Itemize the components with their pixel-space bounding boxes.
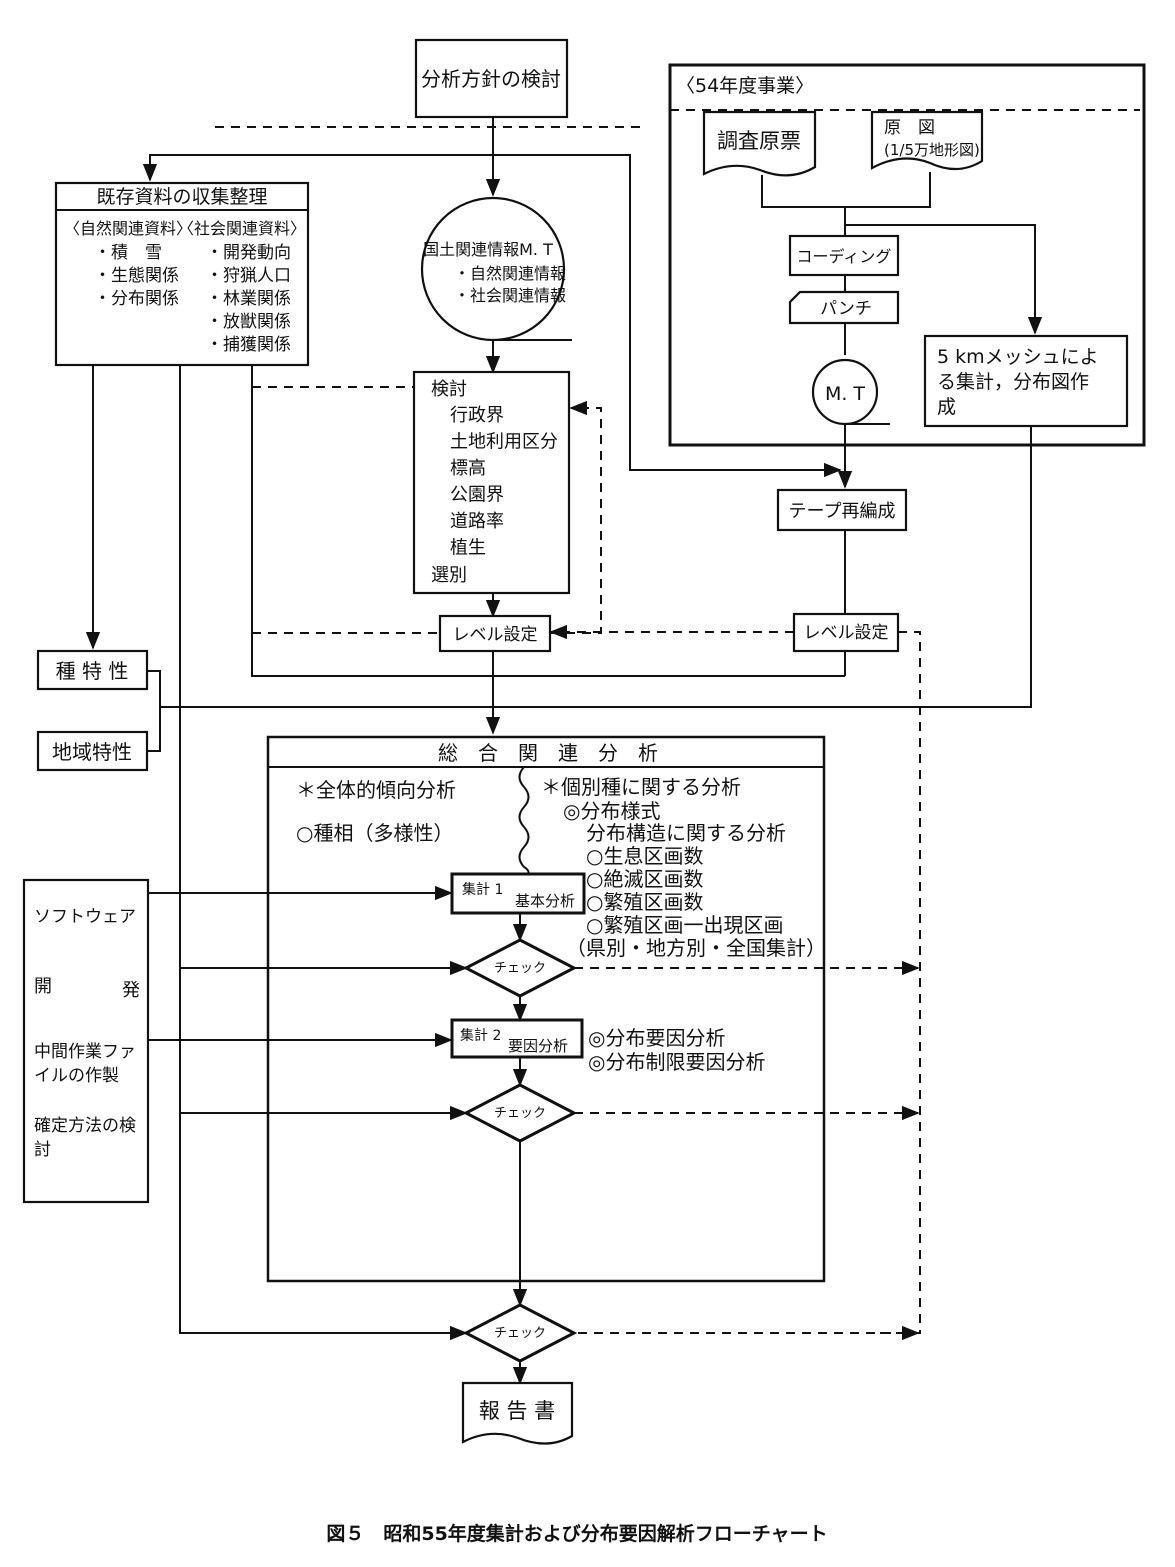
level-setting-right: レベル設定 <box>792 612 900 653</box>
policy-box: 分析方針の検討 <box>414 38 569 119</box>
distribution-item: ○絶滅区画数 <box>586 867 703 891</box>
dashed-connectors <box>215 109 1140 1341</box>
social-items: ・開発動向・狩猟人口・林業関係・放獣関係・捕獲関係 <box>206 243 291 355</box>
national-land-info-tape: 国土関連情報M. T ・自然関連情報 ・社会関連情報 <box>420 196 572 342</box>
software-label: ソフトウェア <box>34 907 136 927</box>
check-2-label: チェック <box>494 1106 546 1121</box>
survey-sheet-label: 調査原票 <box>717 129 801 153</box>
mesh-line-3: 成 <box>937 396 956 418</box>
review-item: 標高 <box>450 458 486 479</box>
distribution-structure-label: 分布構造に関する分析 <box>586 821 786 845</box>
natural-info-item: ・自然関連情報 <box>454 264 566 283</box>
national-land-info-title: 国土関連情報M. T <box>423 240 553 259</box>
review-item: 行政界 <box>450 405 504 426</box>
comprehensive-analysis-box: 総 合 関 連 分 析 ＊全体的傾向分析 ○種相（多様性） ＊個別種に関する分析… <box>266 735 826 1283</box>
species-diversity-label: ○種相（多様性） <box>296 821 453 845</box>
natural-item: ・生態関係 <box>94 266 179 286</box>
method-review-line-1: 確定方法の検 <box>34 1116 136 1136</box>
social-item: ・狩猟人口 <box>206 266 291 286</box>
social-item: ・放獣関係 <box>206 312 291 332</box>
report-label: 報 告 書 <box>479 1399 555 1423</box>
development-label-a: 開 <box>34 976 52 997</box>
natural-items: ・積 雪・生態関係・分布関係 <box>94 243 179 309</box>
distribution-item: （県別・地方別・全国集計） <box>566 936 826 960</box>
software-box: ソフトウェア 開 発 中間作業ファ イルの作製 確定方法の検 討 <box>22 878 150 1204</box>
figure-caption: 図５ 昭和55年度集計および分布要因解析フローチャート <box>326 1522 827 1545</box>
individual-species-label: ＊個別種に関する分析 <box>541 775 741 799</box>
species-traits-label: 種 特 性 <box>56 659 129 683</box>
review-item: 道路率 <box>450 511 504 532</box>
policy-label: 分析方針の検討 <box>421 67 561 91</box>
natural-data-label: 〈自然関連資料〉 <box>64 219 192 238</box>
tally-2-label: 集計 2 <box>460 1027 501 1044</box>
species-traits-box: 種 特 性 <box>36 649 149 691</box>
level-setting-center-label: レベル設定 <box>453 625 538 645</box>
regional-traits-label: 地域特性 <box>52 740 132 764</box>
tape-reorganize-box: テープ再編成 <box>776 488 908 532</box>
comprehensive-analysis-header: 総 合 関 連 分 析 <box>438 741 658 765</box>
tape-reorganize-label: テープ再編成 <box>789 501 896 522</box>
natural-item: ・分布関係 <box>94 289 179 309</box>
connectors <box>85 117 1043 1385</box>
overall-trend-label: ＊全体的傾向分析 <box>296 778 456 802</box>
project-54-header: 〈54年度事業〉 <box>676 75 814 97</box>
review-item: 公園界 <box>450 485 504 506</box>
social-info-item: ・社会関連情報 <box>454 286 566 305</box>
distribution-pattern-label: ◎分布様式 <box>563 799 660 823</box>
review-item: 植生 <box>450 538 486 559</box>
project-54-frame: 〈54年度事業〉 調査原票 原 図 (1/5万地形図) コーディング パンチ M… <box>668 63 1146 447</box>
distribution-item: ○生息区画数 <box>586 844 703 868</box>
tally-1-label: 集計 1 <box>462 881 503 898</box>
mesh-line-2: る集計，分布図作 <box>937 371 1089 393</box>
check-diamond-1: チェック <box>462 938 578 998</box>
distribution-limit-factor-label: ◎分布制限要因分析 <box>588 1050 765 1074</box>
check-diamond-2: チェック <box>462 1083 578 1143</box>
development-label-b: 発 <box>122 980 140 1001</box>
existing-data-header: 既存資料の収集整理 <box>96 186 267 208</box>
intermediate-file-line-2: イルの作製 <box>34 1066 119 1086</box>
distribution-factor-label: ◎分布要因分析 <box>588 1026 725 1050</box>
check-3-label: チェック <box>494 1326 546 1341</box>
mesh-line-1: 5 kmメッシュによ <box>937 346 1099 368</box>
original-map-scale: (1/5万地形図) <box>884 141 980 159</box>
social-item: ・林業関係 <box>206 289 291 309</box>
social-data-label: 〈社会関連資料〉 <box>178 219 306 238</box>
check-1-label: チェック <box>494 961 546 976</box>
review-label: 検討 <box>431 379 467 400</box>
intermediate-file-line-1: 中間作業ファ <box>34 1042 136 1062</box>
selection-label: 選別 <box>431 565 467 586</box>
magnetic-tape-label: M. T <box>825 383 865 405</box>
review-item: 土地利用区分 <box>450 432 558 453</box>
natural-item: ・積 雪 <box>94 243 162 263</box>
distribution-item: ○繁殖区画数 <box>586 890 703 914</box>
social-item: ・開発動向 <box>206 243 291 263</box>
regional-traits-box: 地域特性 <box>36 730 149 772</box>
method-review-line-2: 討 <box>34 1140 51 1160</box>
original-map-label: 原 図 <box>884 118 935 138</box>
basic-analysis-label: 基本分析 <box>515 892 575 910</box>
social-item: ・捕獲関係 <box>206 335 291 355</box>
level-setting-center: レベル設定 <box>438 614 552 653</box>
distribution-item: ○繁殖区画一出現区画 <box>586 913 783 937</box>
factor-analysis-label: 要因分析 <box>508 1037 568 1055</box>
existing-data-box: 既存資料の収集整理 〈自然関連資料〉 〈社会関連資料〉 ・積 雪・生態関係・分布… <box>54 181 310 367</box>
distribution-items: ○生息区画数○絶滅区画数○繁殖区画数○繁殖区画一出現区画（県別・地方別・全国集計… <box>566 844 826 960</box>
check-diamond-3: チェック <box>462 1303 578 1363</box>
coding-label: コーディング <box>797 247 892 266</box>
punch-label: パンチ <box>820 299 872 319</box>
report-document: 報 告 書 <box>461 1381 574 1445</box>
level-setting-right-label: レベル設定 <box>804 623 889 643</box>
